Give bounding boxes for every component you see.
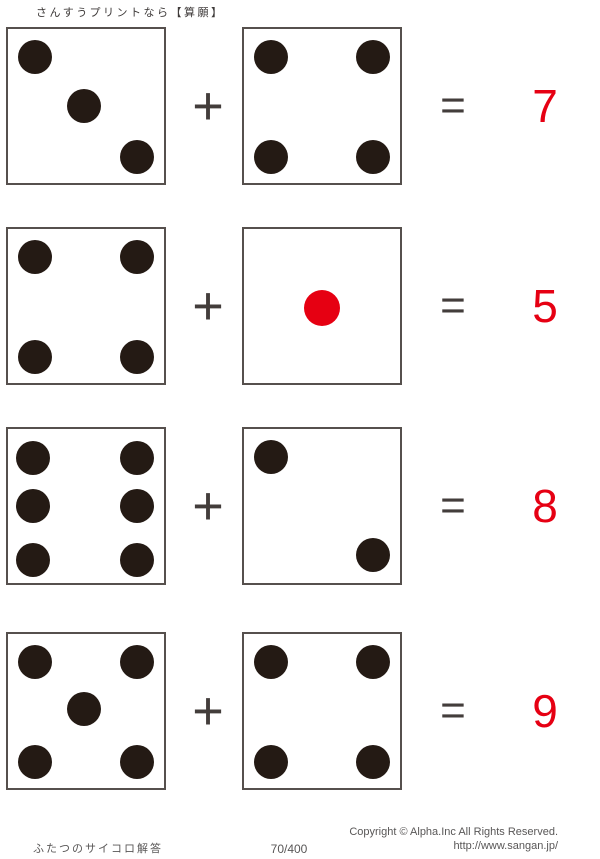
equals-operator: = [440,481,466,530]
right-die [242,427,402,585]
die-pip [120,139,155,174]
die-pip [17,744,52,779]
left-die [6,632,166,790]
die-pips [244,429,400,583]
problem-row: + = 7 [0,27,600,185]
plus-operator: + [192,476,224,536]
equals-operator: = [440,686,466,735]
die-pip [253,644,288,679]
die-pip [120,644,155,679]
die-pips [8,29,164,183]
problem-row: + = 5 [0,227,600,385]
die-pip [67,692,102,727]
die-pip [120,339,155,374]
die-pip [17,39,52,74]
equals-operator: = [440,81,466,130]
die-pip [253,439,288,474]
die-pip [120,239,155,274]
left-die [6,227,166,385]
answer-value: 5 [532,280,558,332]
copyright-block: Copyright © Alpha.Inc All Rights Reserve… [349,826,558,853]
die-pip [15,441,50,476]
die-pip [253,744,288,779]
die-pips [244,229,400,383]
die-pip [356,39,391,74]
copyright-text: Copyright © Alpha.Inc All Rights Reserve… [349,826,558,838]
problem-row: + = 8 [0,427,600,585]
page-title: さんすうプリントなら【算願】 [36,7,225,19]
right-die [242,27,402,185]
site-url: http://www.sangan.jp/ [453,839,558,852]
answer-value: 9 [532,685,558,737]
die-pip [253,39,288,74]
problem-row: + = 9 [0,632,600,790]
equals-operator: = [440,281,466,330]
right-die [242,632,402,790]
die-pip [120,744,155,779]
die-pip [15,542,50,577]
left-die [6,27,166,185]
plus-operator: + [192,681,224,741]
die-pip [120,441,155,476]
die-pip [15,489,50,523]
answer-value: 7 [532,80,558,132]
die-pips [244,29,400,183]
die-pip [17,644,52,679]
die-pip [120,489,155,523]
die-pips [244,634,400,788]
die-pip [356,538,391,573]
plus-operator: + [192,76,224,136]
answer-value: 8 [532,480,558,532]
worksheet-label: ふたつのサイコロ解答 [33,843,163,855]
die-pip [356,644,391,679]
die-pips [8,229,164,383]
die-pip [67,89,102,123]
page-number: 70/400 [270,842,308,856]
die-pips [8,634,164,788]
right-die [242,227,402,385]
left-die [6,427,166,585]
die-pip [356,744,391,779]
die-pips [8,429,164,583]
plus-operator: + [192,276,224,336]
die-pip-red [304,289,340,326]
die-pip [17,239,52,274]
die-pip [120,542,155,577]
die-pip [356,139,391,174]
die-pip [17,339,52,374]
die-pip [253,139,288,174]
